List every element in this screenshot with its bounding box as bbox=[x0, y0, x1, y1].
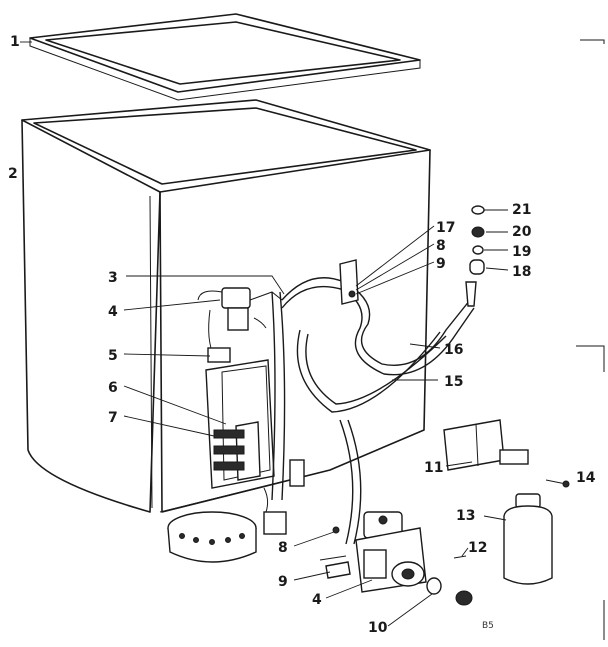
lid-gasket bbox=[29, 13, 421, 101]
registration-mark bbox=[576, 345, 605, 372]
callout-10: 10 bbox=[368, 620, 388, 636]
callout-3: 3 bbox=[108, 270, 118, 286]
control-housing bbox=[205, 347, 275, 513]
callout-1: 1 bbox=[10, 34, 20, 50]
callout-20: 20 bbox=[512, 224, 532, 240]
tub bbox=[21, 99, 431, 513]
washer bbox=[426, 577, 442, 595]
leader-lines bbox=[15, 36, 509, 627]
bottle bbox=[503, 493, 553, 585]
callout-7: 7 bbox=[108, 410, 118, 426]
callout-17: 17 bbox=[436, 220, 455, 236]
upper-bracket bbox=[339, 259, 359, 305]
callout-9-upper: 9 bbox=[436, 256, 446, 272]
fill-hoses bbox=[281, 277, 475, 545]
callout-14: 14 bbox=[576, 470, 596, 486]
drawing-stamp: B5 bbox=[482, 621, 494, 631]
callout-12: 12 bbox=[468, 540, 487, 556]
small-hardware bbox=[465, 205, 485, 307]
callout-15: 15 bbox=[444, 374, 463, 390]
callout-8-upper: 8 bbox=[436, 238, 446, 254]
small-screw bbox=[453, 555, 467, 559]
callout-19: 19 bbox=[512, 244, 531, 260]
callout-21: 21 bbox=[512, 202, 531, 218]
lower-bracket bbox=[289, 459, 351, 579]
screen-filter bbox=[455, 590, 473, 606]
callout-4-lower: 4 bbox=[312, 592, 322, 608]
water-valve bbox=[355, 511, 427, 593]
callout-6: 6 bbox=[108, 380, 118, 396]
switch-assembly bbox=[197, 287, 283, 357]
callout-8-lower: 8 bbox=[278, 540, 288, 556]
callout-16: 16 bbox=[444, 342, 463, 358]
callout-11: 11 bbox=[424, 460, 443, 476]
registration-mark bbox=[580, 39, 605, 44]
callout-9-lower: 9 bbox=[278, 574, 288, 590]
motor bbox=[167, 511, 287, 563]
terminal-block bbox=[213, 429, 245, 471]
callout-2: 2 bbox=[8, 166, 18, 182]
mounting-bracket bbox=[443, 419, 570, 488]
callout-18: 18 bbox=[512, 264, 531, 280]
callout-4-upper: 4 bbox=[108, 304, 118, 320]
callout-5: 5 bbox=[108, 348, 118, 364]
callout-13: 13 bbox=[456, 508, 475, 524]
